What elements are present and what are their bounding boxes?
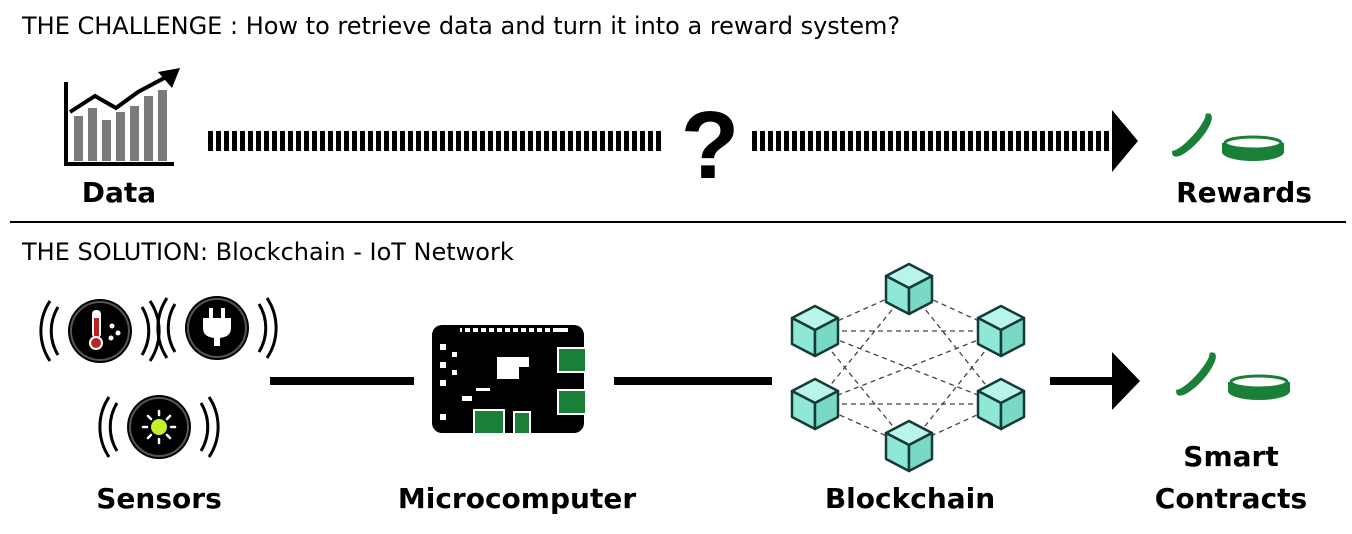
dashed-connector-left [206, 131, 662, 151]
rewards-label: Rewards [1176, 176, 1312, 209]
unknown-question-mark: ? [681, 92, 740, 199]
coins-icon [1170, 112, 1284, 161]
blockchain-network-icon [790, 262, 1026, 473]
thermometer-humidity-sensor-icon [39, 299, 161, 363]
power-plug-sensor-icon [156, 296, 278, 360]
sensors-label: Sensors [96, 482, 222, 515]
challenge-heading: THE CHALLENGE : How to retrieve data and… [22, 12, 901, 40]
data-label: Data [81, 176, 157, 209]
dashed-connector-right [752, 131, 1112, 151]
arrow-to-smart-contracts [1050, 352, 1140, 410]
circuit-board-icon [432, 325, 587, 435]
blockchain-label: Blockchain [824, 482, 996, 515]
light-sensor-icon [98, 395, 220, 459]
smart-contracts-label-line1: Smart [1183, 440, 1279, 473]
solution-heading: THE SOLUTION: Blockchain - IoT Network [22, 238, 514, 266]
microcomputer-label: Microcomputer [397, 482, 637, 515]
smart-contracts-label-line2: Contracts [1154, 482, 1308, 515]
smart-contract-coins-icon [1174, 351, 1290, 400]
bar-chart-trend-icon [64, 68, 180, 166]
arrowhead-icon [1112, 110, 1138, 172]
